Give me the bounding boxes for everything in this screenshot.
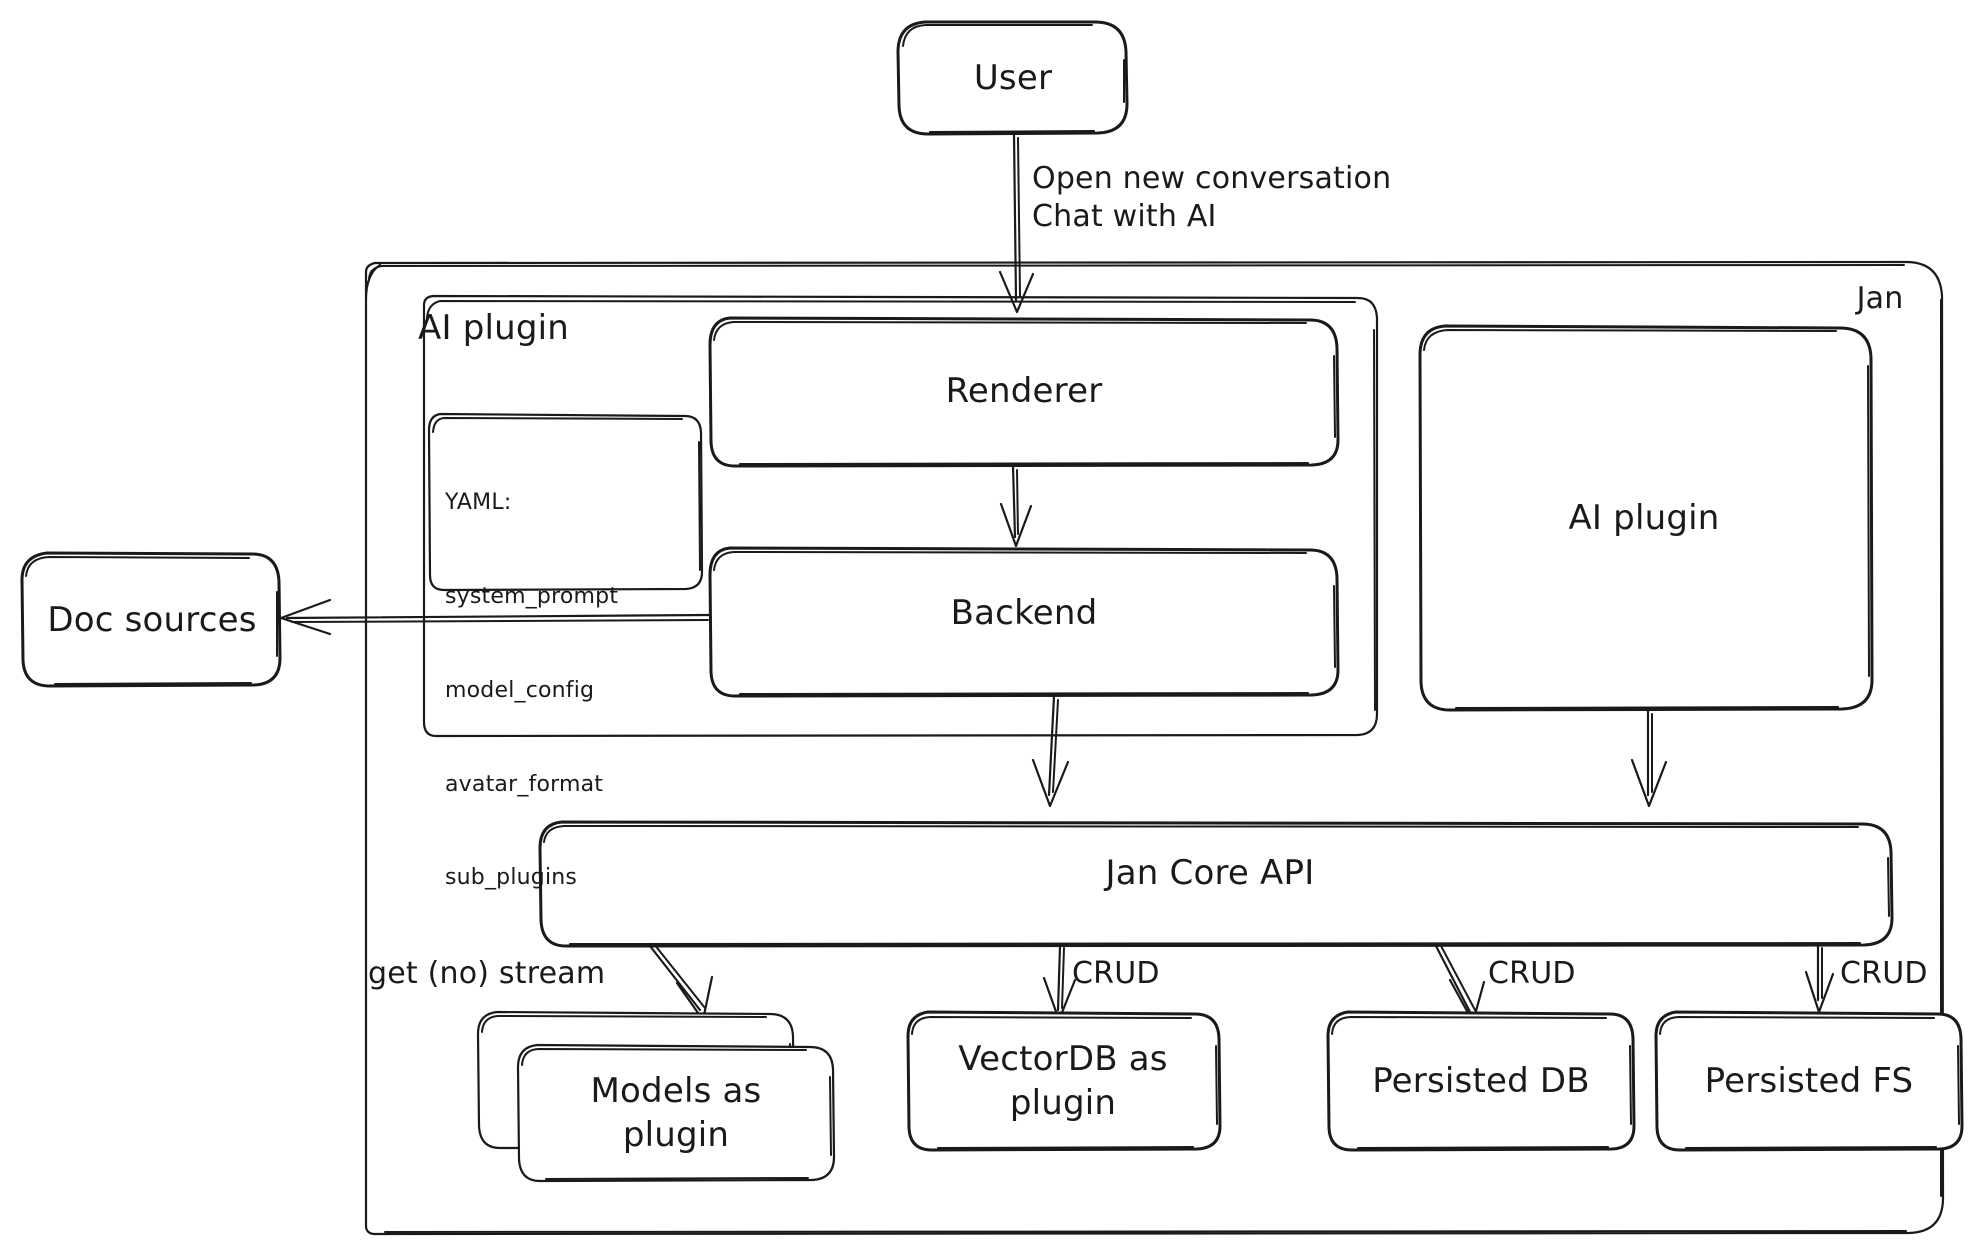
yaml-card-header: YAML: (445, 490, 512, 516)
edge-core-api-to-vectordb (1042, 944, 1077, 1022)
edge-core-api-to-models (648, 943, 714, 1022)
yaml-key-system-prompt: system_prompt (445, 584, 619, 610)
edge-ai-plugin-to-core-api (1630, 708, 1668, 808)
node-yaml-card-shape (427, 412, 704, 592)
node-persisted-db-shape (1326, 1010, 1636, 1152)
edge-backend-to-core-api (1031, 694, 1070, 808)
node-persisted-db[interactable]: Persisted DB (1372, 1060, 1590, 1101)
node-persisted-fs-shape (1654, 1010, 1964, 1152)
node-jan-core-api-shape (538, 820, 1894, 948)
node-jan-core-api[interactable]: Jan Core API (1105, 852, 1315, 893)
node-models-as-plugin-shape (476, 1010, 836, 1183)
edge-label-crud-vectordb: CRUD (1072, 956, 1160, 991)
node-vectordb-as-plugin-shape (906, 1010, 1222, 1152)
node-ai-plugin-right-shape (1418, 324, 1874, 712)
node-doc-sources-shape (20, 551, 282, 688)
edge-label-crud-persisted-db: CRUD (1488, 956, 1576, 991)
node-doc-sources[interactable]: Doc sources (47, 599, 257, 640)
edge-user-to-renderer (998, 132, 1035, 314)
node-renderer-shape (708, 316, 1340, 468)
container-jan (364, 260, 1945, 1236)
edge-core-api-to-persisted-fs (1804, 944, 1835, 1014)
node-ai-plugin-right[interactable]: AI plugin (1568, 497, 1720, 538)
container-ai-plugin-group (422, 294, 1379, 738)
node-backend[interactable]: Backend (950, 592, 1098, 633)
edge-label-crud-persisted-fs: CRUD (1840, 956, 1928, 991)
yaml-card: YAML: system_prompt model_config avatar_… (445, 425, 618, 956)
node-backend-shape (708, 546, 1340, 698)
yaml-key-sub-plugins: sub_plugins (445, 865, 578, 891)
node-persisted-fs[interactable]: Persisted FS (1704, 1060, 1914, 1101)
yaml-key-model-config: model_config (445, 677, 595, 703)
edge-label-get-no-stream: get (no) stream (368, 956, 606, 991)
node-vectordb-as-plugin[interactable]: VectorDB as plugin (958, 1038, 1168, 1123)
node-user[interactable]: User (973, 57, 1053, 98)
node-user-shape (896, 20, 1129, 136)
node-models-as-plugin[interactable]: Models as plugin (590, 1070, 762, 1155)
edge-label-user-to-renderer: Open new conversation Chat with AI (1032, 161, 1392, 234)
container-ai-plugin-group-label: AI plugin (418, 308, 570, 348)
node-renderer[interactable]: Renderer (945, 370, 1103, 411)
container-jan-label: Jan (1856, 281, 1904, 316)
edge-renderer-to-backend (999, 464, 1033, 548)
yaml-key-avatar-format: avatar_format (445, 771, 604, 797)
edge-backend-to-doc-sources (279, 598, 712, 636)
edge-core-api-to-persisted-db (1434, 943, 1486, 1024)
